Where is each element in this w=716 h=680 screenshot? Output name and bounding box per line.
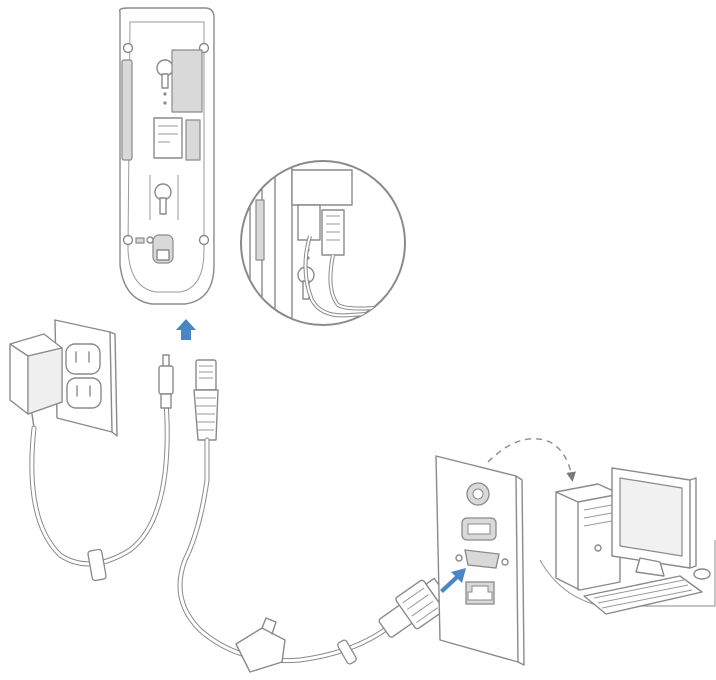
wall-outlet-icon: [54, 319, 118, 437]
cable-tie-icon: [87, 548, 107, 582]
ethernet-port-icon: [465, 581, 495, 605]
arrow-up-icon: [176, 319, 196, 340]
rj45-plug-icon: [193, 359, 219, 441]
detail-inset-icon: [240, 160, 406, 326]
io-panel-icon: [435, 455, 525, 666]
dashed-arrow-icon: [487, 438, 576, 482]
ferrite-core-icon: [235, 617, 286, 673]
serial-port-icon: [455, 549, 509, 569]
scanner-base-icon: [118, 7, 215, 305]
interface-cable: [177, 437, 398, 664]
insert-arrow-icon: [440, 568, 466, 593]
computer-icon: [539, 467, 716, 615]
power-plug-icon: [158, 354, 174, 409]
power-adapter-icon: [9, 333, 63, 429]
cable-tie-icon: [337, 639, 357, 665]
